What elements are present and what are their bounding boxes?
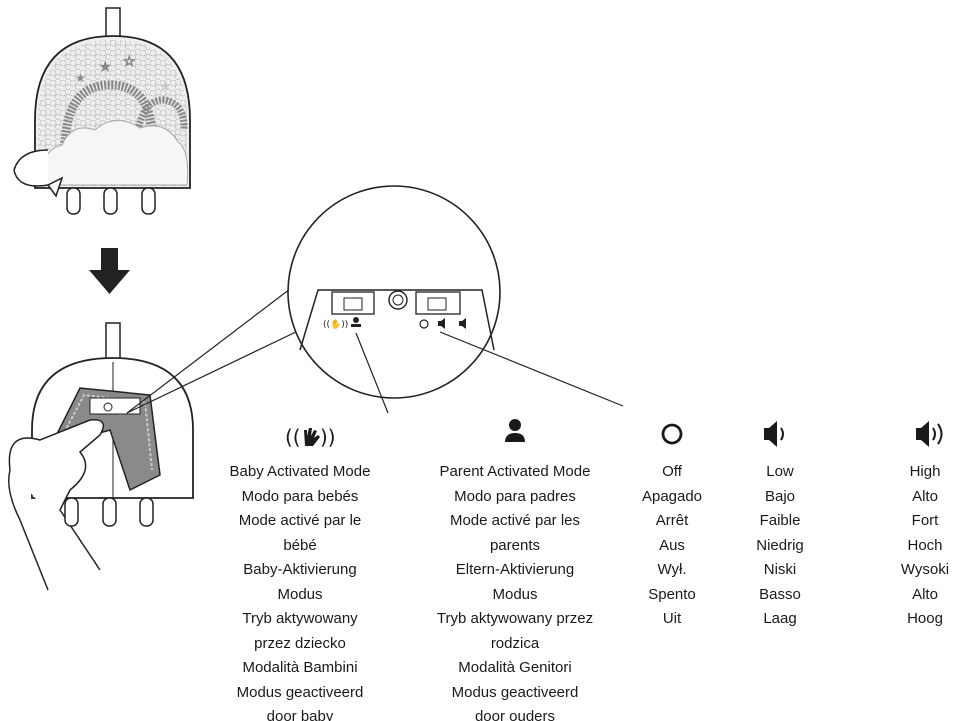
label-line: Modus geactiveerd bbox=[236, 683, 364, 701]
magnified-switch-panel: ((✋)) bbox=[287, 185, 501, 399]
mobile-device-bottom bbox=[8, 322, 194, 591]
label-line: Wysoki bbox=[900, 561, 950, 578]
label-line: Modus bbox=[277, 585, 323, 603]
label-line: Tryb aktywowany bbox=[242, 610, 358, 627]
label-line: Parent Activated Mode bbox=[439, 463, 591, 480]
svg-text:((✋)): ((✋)) bbox=[323, 318, 348, 330]
label-line: Eltern-Aktivierung bbox=[455, 561, 575, 578]
label-line: Wył. bbox=[657, 561, 687, 578]
label-line: Modus geactiveerd bbox=[451, 683, 579, 701]
label-line: Modo para padres bbox=[454, 487, 576, 505]
label-line: Mode activé par les bbox=[449, 512, 581, 529]
label-line: Uit bbox=[662, 610, 682, 627]
person-icon bbox=[505, 419, 525, 442]
label-line: parents bbox=[489, 536, 541, 554]
speaker-high-icon bbox=[916, 421, 943, 447]
label-line: Faible bbox=[759, 512, 801, 529]
label-line: Spento bbox=[648, 585, 696, 603]
label-line: door baby bbox=[266, 708, 334, 721]
label-line: Modus bbox=[492, 585, 538, 603]
label-line: Off bbox=[662, 463, 682, 480]
mobile-device-top: ★ ☆ ★ ☆ bbox=[13, 7, 191, 215]
label-line: Aus bbox=[659, 536, 685, 554]
label-line: Arrêt bbox=[655, 512, 689, 529]
label-line: Hoch bbox=[907, 536, 943, 554]
label-line: Fort bbox=[911, 512, 939, 529]
label-line: Low bbox=[766, 463, 794, 480]
label-line: rodzica bbox=[490, 634, 540, 652]
label-line: Niedrig bbox=[756, 536, 804, 554]
label-line: Laag bbox=[763, 610, 797, 627]
label-line: Mode activé par le bbox=[238, 512, 362, 529]
label-line: Alto bbox=[912, 585, 938, 603]
label-line: Hoog bbox=[907, 610, 943, 627]
label-line: Basso bbox=[759, 585, 801, 603]
label-line: Tryb aktywowany przez bbox=[436, 610, 594, 627]
svg-text:☆: ☆ bbox=[123, 54, 136, 70]
label-line: Modalità Genitori bbox=[458, 659, 572, 676]
label-line: Apagado bbox=[641, 487, 703, 505]
svg-text:☆: ☆ bbox=[160, 80, 170, 93]
svg-text:★: ★ bbox=[75, 71, 86, 85]
hand-sound-icon: (( )) bbox=[285, 425, 336, 449]
svg-text:★: ★ bbox=[98, 57, 112, 76]
label-line: door ouders bbox=[474, 708, 556, 721]
svg-text:)): )) bbox=[320, 425, 336, 449]
label-line: Alto bbox=[912, 487, 938, 505]
label-line: Baby-Aktivierung bbox=[243, 561, 357, 578]
label-line: Bajo bbox=[764, 487, 796, 505]
circle-off-icon bbox=[661, 423, 683, 445]
label-line: przez dziecko bbox=[254, 634, 346, 652]
arrow-down-icon bbox=[89, 248, 130, 294]
label-line: Modalità Bambini bbox=[242, 659, 358, 676]
label-line: High bbox=[909, 463, 941, 480]
svg-text:((: (( bbox=[285, 425, 301, 449]
label-line: Modo para bebés bbox=[241, 487, 359, 505]
label-line: bébé bbox=[283, 536, 317, 554]
label-line: Niski bbox=[763, 561, 797, 578]
speaker-low-icon bbox=[764, 421, 784, 447]
label-line: Baby Activated Mode bbox=[229, 463, 371, 480]
